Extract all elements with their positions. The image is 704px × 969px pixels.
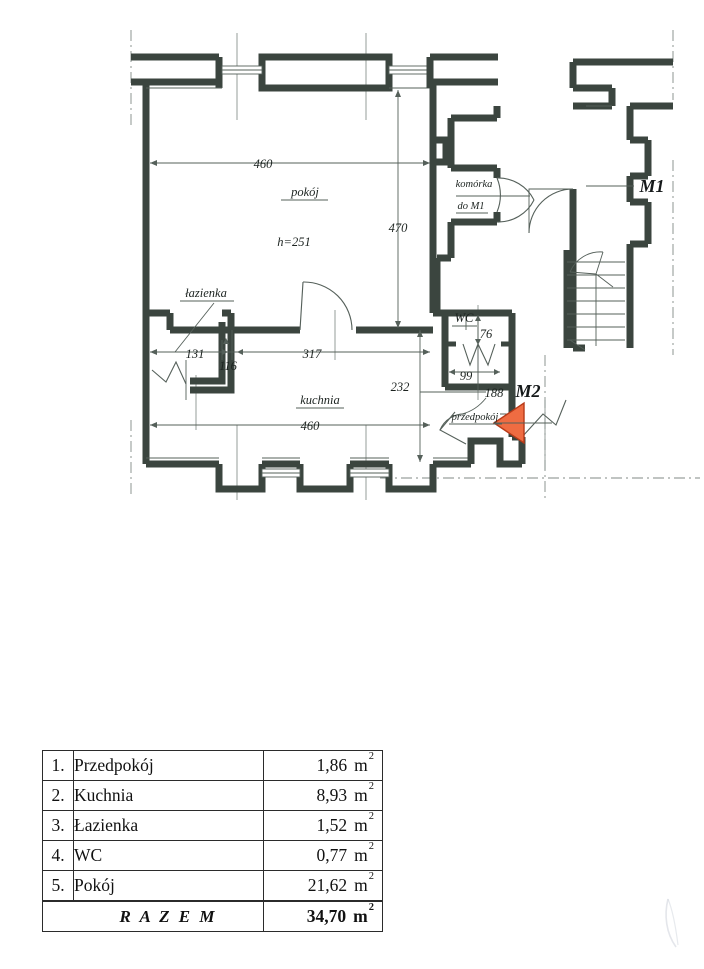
total-area-value: 34,70 m2: [263, 900, 383, 932]
area-number: 21,62: [307, 874, 348, 895]
lazienka-label: łazienka: [185, 286, 227, 300]
row-room-name: WC: [73, 840, 264, 871]
area-unit: m2: [354, 840, 374, 865]
pokoj-label: pokój: [290, 185, 319, 199]
row-number: 5.: [42, 870, 74, 902]
plan-text-labels: pokój h=251 łazienka kuchnia komórka do …: [174, 157, 665, 433]
row-room-name: Łazienka: [73, 810, 264, 841]
area-unit: m2: [354, 750, 374, 775]
window-top-right: [388, 65, 431, 75]
komorka-label-line1: komórka: [456, 179, 493, 190]
row-number: 1.: [42, 750, 74, 781]
dim-wc-99: 99: [460, 369, 473, 383]
area-unit: m2: [354, 870, 374, 895]
row-area-value: 1,86 m2: [263, 750, 383, 781]
dim-lazienka-131: 131: [186, 347, 205, 361]
window-bottom-right: [349, 468, 390, 478]
row-number: 3.: [42, 810, 74, 841]
przedpokoj-label: przedpokój: [451, 412, 499, 423]
window-bottom-left: [261, 468, 301, 478]
area-unit: m2: [354, 810, 374, 835]
total-label: R A Z E M: [73, 900, 264, 932]
staircase: [563, 250, 625, 351]
dim-pokoj-height: 470: [389, 221, 409, 235]
row-room-name: Pokój: [73, 870, 264, 902]
area-schedule-table: 1. Przedpokój 1,86 m2 2. Kuchnia 8,93 m2: [42, 750, 383, 932]
dim-lazienka-116: 116: [219, 359, 238, 373]
row-area-value: 1,52 m2: [263, 810, 383, 841]
dim-kuchnia-460: 460: [301, 419, 321, 433]
dim-pokoj-width: 460: [254, 157, 274, 171]
table-row: 3. Łazienka 1,52 m2: [42, 810, 383, 841]
dim-kuchnia-232: 232: [391, 380, 410, 394]
unit-marker-m1: M1: [638, 176, 664, 196]
dimension-lines: [150, 90, 500, 462]
total-number: [42, 900, 74, 932]
pen-scribble-mark: [665, 898, 679, 948]
row-area-value: 21,62 m2: [263, 870, 383, 902]
area-number: 1,52: [316, 814, 348, 835]
door-swings: [151, 177, 535, 445]
row-room-name: Przedpokój: [73, 750, 264, 781]
window-top-left: [221, 65, 263, 75]
row-number: 2.: [42, 780, 74, 811]
komorka-label-line2: do M1: [457, 201, 484, 212]
dim-kuchnia-317: 317: [302, 347, 323, 361]
wc-label: WC: [455, 311, 474, 325]
kuchnia-label: kuchnia: [300, 393, 340, 407]
table-row: 4. WC 0,77 m2: [42, 840, 383, 871]
floor-plan-svg: .wall{fill:none;stroke:#3b453f;stroke-wi…: [130, 30, 700, 500]
area-number: 0,77: [316, 844, 348, 865]
height-label: h=251: [277, 235, 310, 249]
row-room-name: Kuchnia: [73, 780, 264, 811]
row-area-value: 0,77 m2: [263, 840, 383, 871]
unit-marker-m2: M2: [514, 381, 540, 401]
area-number: 1,86: [316, 754, 348, 775]
table-row: 2. Kuchnia 8,93 m2: [42, 780, 383, 811]
entrance-door-m2: [492, 399, 567, 445]
table-row: 1. Przedpokój 1,86 m2: [42, 750, 383, 781]
neighbour-unit-m1: [528, 58, 673, 352]
total-area-unit: m2: [353, 901, 374, 926]
apartment-walls: [131, 53, 526, 493]
area-number: 8,93: [316, 784, 348, 805]
row-number: 4.: [42, 840, 74, 871]
floor-plan-drawing: .wall{fill:none;stroke:#3b453f;stroke-wi…: [130, 30, 700, 500]
area-table-body: 1. Przedpokój 1,86 m2 2. Kuchnia 8,93 m2: [42, 750, 383, 932]
dim-wc-76: 76: [480, 327, 493, 341]
row-area-value: 8,93 m2: [263, 780, 383, 811]
table-row: 5. Pokój 21,62 m2: [42, 870, 383, 902]
area-unit: m2: [354, 780, 374, 805]
table-row-total: R A Z E M 34,70 m2: [42, 900, 383, 932]
total-area-number: 34,70: [306, 905, 347, 926]
dim-przedpokoj-188: 188: [485, 386, 505, 400]
